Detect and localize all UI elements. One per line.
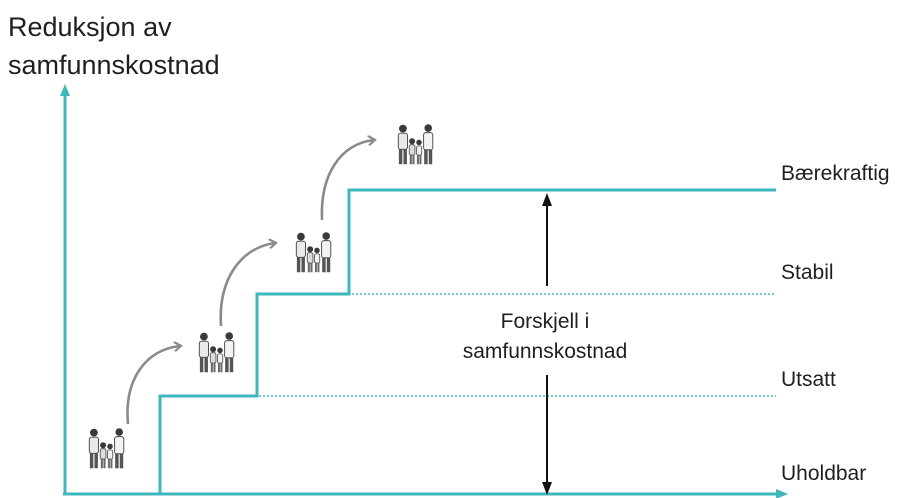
difference-label: Forskjell i samfunnskostnad	[426, 307, 664, 367]
difference-arrowhead-up	[542, 193, 552, 206]
level-label-utsatt: Utsatt	[781, 368, 836, 391]
curved-arrow-2	[219, 243, 275, 327]
difference-label-line2: samfunnskostnad	[462, 340, 628, 363]
y-axis-arrowhead	[60, 84, 70, 96]
difference-arrowhead-down	[542, 482, 552, 495]
curved-arrow-3	[320, 140, 374, 221]
x-axis-arrowhead	[776, 489, 788, 498]
family-icon	[295, 231, 332, 273]
y-axis-label-line2: samfunnskostnad	[8, 50, 220, 80]
family-icon	[397, 123, 434, 165]
y-axis-label: Reduksjon av samfunnskostnad	[8, 8, 220, 84]
staircase-line	[158, 188, 776, 494]
y-axis-label-line1: Reduksjon av	[8, 12, 172, 42]
curved-arrow-1	[126, 346, 180, 425]
family-icon	[198, 331, 235, 373]
difference-label-line1: Forskjell i	[500, 310, 590, 333]
level-label-baerekraftig: Bærekraftig	[781, 162, 890, 185]
level-label-uholdbar: Uholdbar	[781, 462, 867, 485]
family-icon	[88, 427, 125, 469]
level-label-stabil: Stabil	[781, 261, 834, 284]
